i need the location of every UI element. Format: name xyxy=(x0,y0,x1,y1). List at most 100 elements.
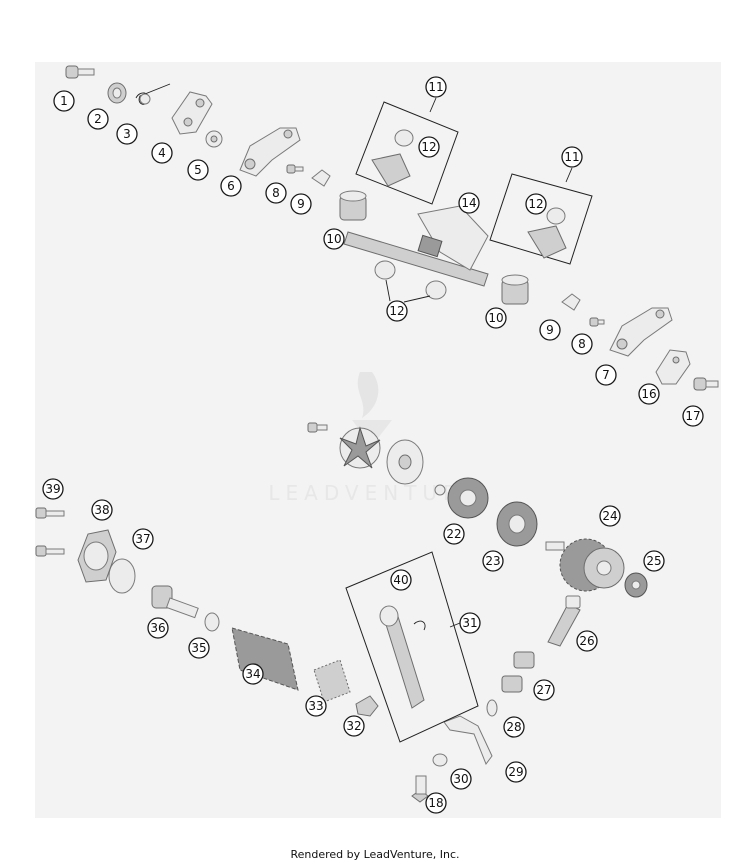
svg-text:3: 3 xyxy=(123,127,131,141)
callout-6: 6 xyxy=(220,175,242,197)
part-disc xyxy=(386,439,424,485)
part-washer-2 xyxy=(107,82,127,104)
svg-text:27: 27 xyxy=(536,683,551,697)
callout-28: 28 xyxy=(503,716,525,738)
part-clip-9b xyxy=(561,293,581,311)
svg-text:34: 34 xyxy=(245,667,260,681)
callout-22: 22 xyxy=(443,523,465,545)
part-cover-38 xyxy=(77,529,117,583)
part-gear-24 xyxy=(545,538,625,592)
part-bearing-25 xyxy=(624,572,648,598)
svg-text:11: 11 xyxy=(428,80,443,94)
part-washer-28 xyxy=(486,699,498,717)
callout-30: 30 xyxy=(450,768,472,790)
callout-27: 27 xyxy=(533,679,555,701)
callout-39: 39 xyxy=(42,478,64,500)
part-spring-33 xyxy=(313,659,351,703)
svg-text:2: 2 xyxy=(94,112,102,126)
callout-36: 36 xyxy=(147,617,169,639)
part-oring-37 xyxy=(108,558,136,594)
svg-text:25: 25 xyxy=(646,554,661,568)
callout-38: 38 xyxy=(91,499,113,521)
part-bolts-39 xyxy=(35,507,65,557)
part-shaft-14 xyxy=(343,205,489,287)
svg-text:6: 6 xyxy=(227,179,235,193)
part-bolt-17 xyxy=(693,377,719,391)
part-washer-5 xyxy=(205,130,223,148)
callout-11: 11 xyxy=(425,76,447,98)
svg-text:36: 36 xyxy=(150,621,165,635)
callout-35: 35 xyxy=(188,637,210,659)
callout-12b: 12 xyxy=(525,193,547,215)
part-plate-4 xyxy=(171,91,213,135)
svg-text:26: 26 xyxy=(579,634,594,648)
svg-text:32: 32 xyxy=(346,719,361,733)
svg-text:29: 29 xyxy=(508,765,523,779)
svg-text:39: 39 xyxy=(45,482,60,496)
part-nut-32 xyxy=(355,695,379,717)
part-screw-impeller xyxy=(307,422,328,433)
svg-text:12: 12 xyxy=(528,197,543,211)
part-spring-3 xyxy=(135,83,171,105)
callout-12: 12 xyxy=(418,136,440,158)
callout-10: 10 xyxy=(323,228,345,250)
svg-text:17: 17 xyxy=(685,409,700,423)
svg-text:4: 4 xyxy=(158,146,166,160)
svg-text:14: 14 xyxy=(461,196,476,210)
callout-34: 34 xyxy=(242,663,264,685)
callout-16: 16 xyxy=(638,383,660,405)
svg-text:23: 23 xyxy=(485,554,500,568)
part-lever-6 xyxy=(239,127,301,177)
part-shaft-26 xyxy=(547,595,581,647)
callout-32: 32 xyxy=(343,715,365,737)
svg-text:12: 12 xyxy=(389,304,404,318)
callout-7: 7 xyxy=(595,364,617,386)
svg-text:16: 16 xyxy=(641,387,656,401)
svg-text:35: 35 xyxy=(191,641,206,655)
callout-14: 14 xyxy=(458,192,480,214)
callout-9b: 9 xyxy=(539,319,561,341)
part-screw-8 xyxy=(286,164,304,174)
svg-text:10: 10 xyxy=(488,311,503,325)
callout-8: 8 xyxy=(265,182,287,204)
part-bushing-10 xyxy=(339,190,367,221)
group-box-31 xyxy=(345,551,479,743)
callout-25: 25 xyxy=(643,550,665,572)
part-plate-16 xyxy=(655,349,691,385)
part-bushing-10b xyxy=(501,274,529,305)
svg-text:24: 24 xyxy=(602,509,617,523)
group-box-11-left xyxy=(355,97,459,205)
part-lever-29 xyxy=(443,715,493,766)
part-spring-34 xyxy=(231,627,299,691)
part-bushing-27 xyxy=(501,651,535,693)
svg-text:8: 8 xyxy=(578,337,586,351)
part-oring-12 xyxy=(374,260,447,300)
svg-text:22: 22 xyxy=(446,527,461,541)
callout-29: 29 xyxy=(505,761,527,783)
upper-assembly-parts xyxy=(65,65,719,391)
svg-text:40: 40 xyxy=(393,573,408,587)
part-impeller xyxy=(339,426,381,469)
svg-text:28: 28 xyxy=(506,720,521,734)
svg-text:12: 12 xyxy=(421,140,436,154)
svg-text:1: 1 xyxy=(60,94,68,108)
callout-40: 40 xyxy=(390,569,412,591)
callout-10b: 10 xyxy=(485,307,507,329)
callout-3: 3 xyxy=(116,123,138,145)
callout-8b: 8 xyxy=(571,333,593,355)
part-bearing-23 xyxy=(496,501,538,547)
svg-text:9: 9 xyxy=(297,197,305,211)
svg-text:33: 33 xyxy=(308,699,323,713)
group-box-11-right xyxy=(489,167,593,265)
svg-text:31: 31 xyxy=(462,616,477,630)
callout-33: 33 xyxy=(305,695,327,717)
callout-31: 31 xyxy=(459,612,481,634)
svg-text:7: 7 xyxy=(602,368,610,382)
lower-assembly-parts xyxy=(35,422,648,803)
callout-26: 26 xyxy=(576,630,598,652)
callout-2: 2 xyxy=(87,108,109,130)
callout-4: 4 xyxy=(151,142,173,164)
part-bearing-22 xyxy=(434,477,489,519)
svg-text:9: 9 xyxy=(546,323,554,337)
